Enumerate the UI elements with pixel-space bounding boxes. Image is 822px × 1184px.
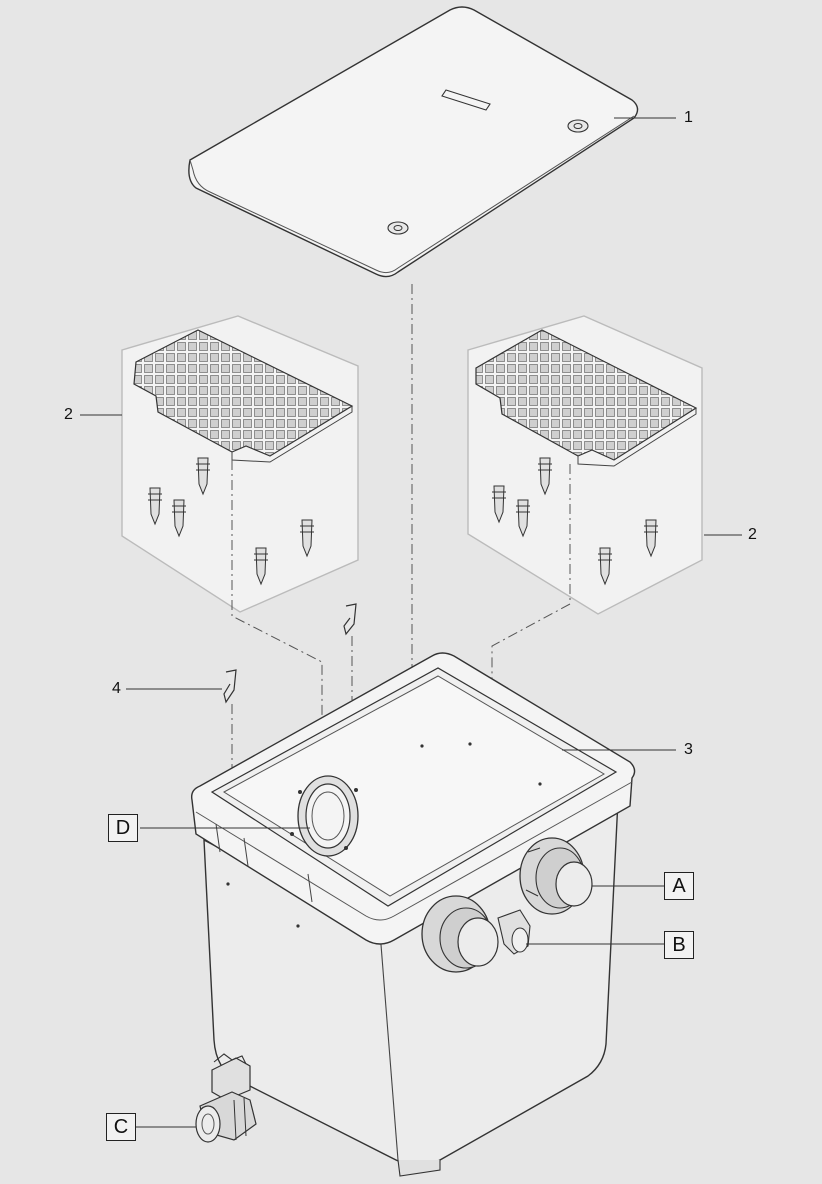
label-c: C	[106, 1113, 136, 1141]
port-a-outlet	[519, 837, 593, 915]
callout-lid: 1	[684, 109, 693, 126]
grid-kit-right	[467, 315, 703, 615]
anchor-pin	[538, 457, 552, 496]
anchor-pin	[300, 519, 314, 558]
anchor-pin	[644, 519, 658, 558]
label-a: A	[664, 872, 694, 900]
hanger-clip	[223, 669, 237, 704]
grid-kit-left	[121, 315, 359, 613]
anchor-pin	[598, 547, 612, 586]
filter-housing	[190, 652, 636, 1177]
anchor-pin	[254, 547, 268, 586]
label-b: B	[664, 931, 694, 959]
port-b-outlet	[421, 895, 531, 973]
port-d-inlet-ring	[290, 775, 359, 857]
callout-grid-right: 2	[748, 526, 757, 543]
anchor-pin	[492, 485, 506, 524]
callout-grid-left: 2	[64, 406, 73, 423]
leader-lines	[80, 117, 742, 1128]
lid	[188, 6, 639, 278]
label-d: D	[108, 814, 138, 842]
port-c-drain-valve	[195, 1053, 257, 1143]
callout-clip: 4	[112, 680, 121, 697]
anchor-pin	[516, 499, 530, 538]
hanger-clip	[343, 603, 357, 636]
anchor-pin	[148, 487, 162, 526]
callout-housing: 3	[684, 741, 693, 758]
anchor-pin	[196, 457, 210, 496]
anchor-pin	[172, 499, 186, 538]
